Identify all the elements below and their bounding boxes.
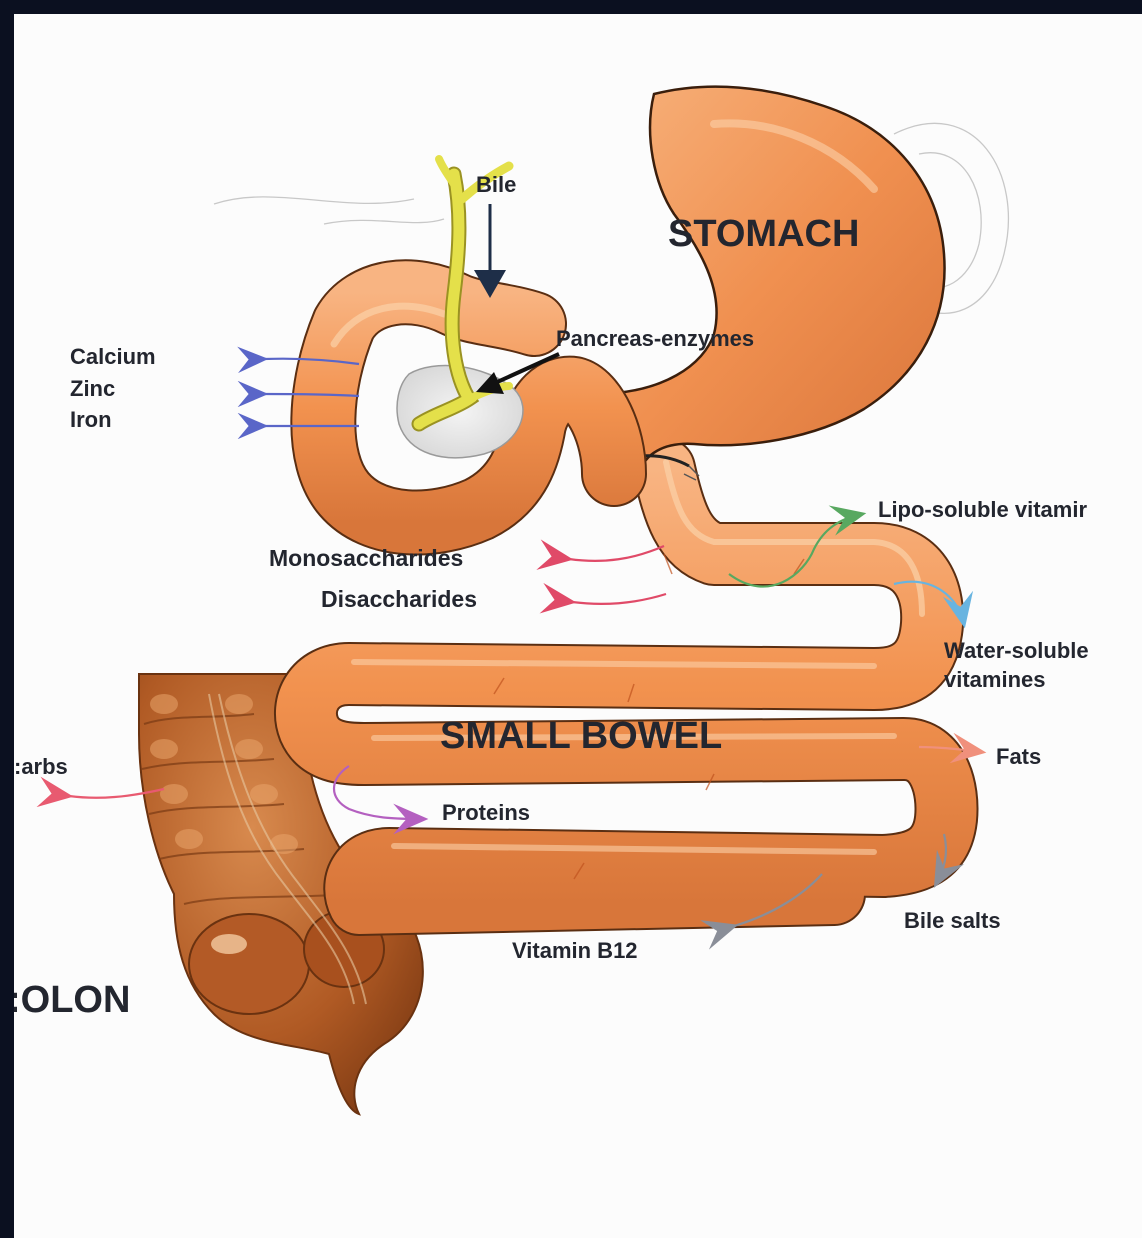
label-lipo-soluble-vitamins: Lipo-soluble vitamir <box>878 497 1087 522</box>
diagram-canvas: Bile STOMACH Pancreas-enzymes Calcium Zi… <box>14 14 1142 1238</box>
label-vitamines: vitamines <box>944 667 1046 692</box>
digestive-absorption-diagram: Bile STOMACH Pancreas-enzymes Calcium Zi… <box>14 14 1142 1238</box>
label-water-soluble: Water-soluble <box>944 638 1089 663</box>
label-bile-salts: Bile salts <box>904 908 1001 933</box>
label-disaccharides: Disaccharides <box>321 586 477 612</box>
label-small-bowel: SMALL BOWEL <box>440 715 722 757</box>
label-vitamin-b12: Vitamin B12 <box>512 938 638 963</box>
label-carbs: :arbs <box>14 754 68 779</box>
label-iron: Iron <box>70 407 112 432</box>
label-calcium: Calcium <box>70 344 156 369</box>
label-fats: Fats <box>996 744 1041 769</box>
label-monosaccharides: Monosaccharides <box>269 545 463 571</box>
label-zinc: Zinc <box>70 376 115 401</box>
label-proteins: Proteins <box>442 800 530 825</box>
stomach <box>594 87 945 480</box>
label-bile: Bile <box>476 172 516 197</box>
label-stomach: STOMACH <box>668 213 859 255</box>
label-colon: :OLON <box>14 979 130 1021</box>
label-pancreas-enzymes: Pancreas-enzymes <box>556 326 754 351</box>
